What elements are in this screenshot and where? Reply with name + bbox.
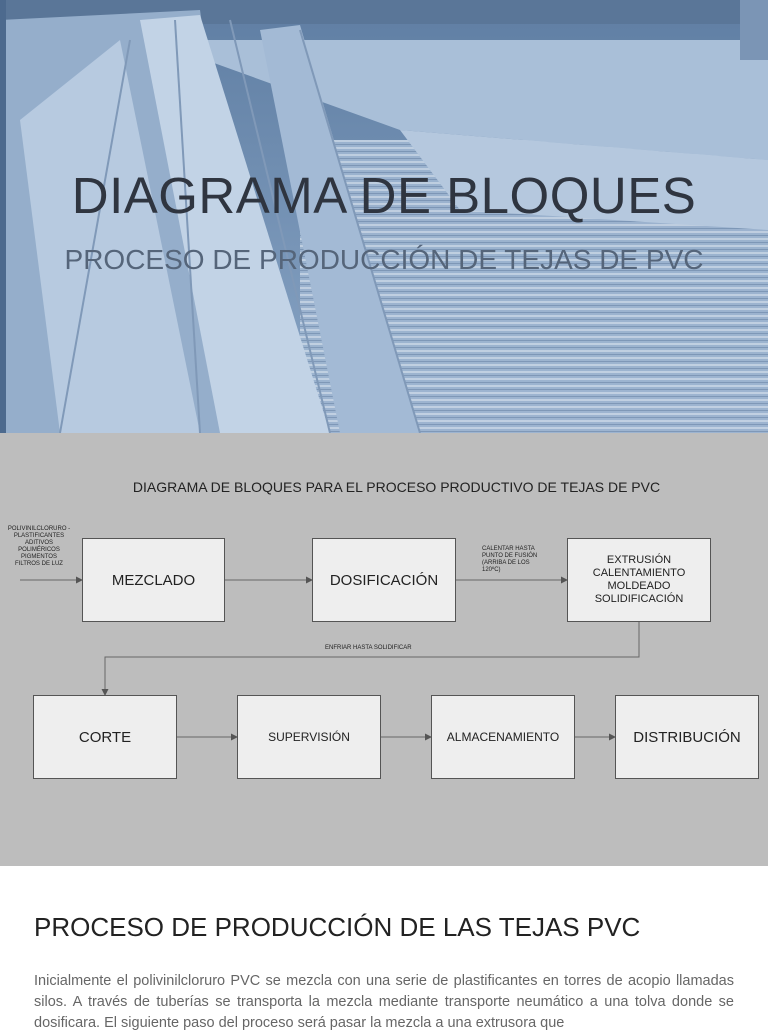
calentar-line: (ARRIBA DE LOS [482,560,530,566]
calentar-line: PUNTO DE FUSIÓN [482,553,538,559]
block-extrusion-line: MOLDEADO [607,580,671,592]
block-almacenamiento: ALMACENAMIENTO [431,695,575,779]
calentar-line: CALENTAR HASTA [482,546,535,552]
inputs-line: FILTROS DE LUZ [15,561,63,567]
block-distribucion: DISTRIBUCIÓN [615,695,759,779]
article-heading: PROCESO DE PRODUCCIÓN DE LAS TEJAS PVC [34,912,641,942]
enfriar-label: ENFRIAR HASTA SOLIDIFICAR [325,645,412,651]
block-corte: CORTE [33,695,177,779]
block-extrusion-line: EXTRUSIÓN [606,554,672,566]
article-paragraph: Inicialmente el polivinilcloruro PVC se … [34,973,734,1031]
pvc-roof-sheets-photo [0,0,768,433]
block-extrusion: EXTRUSIÓN CALENTAMIENTO MOLDEADO SOLIDIF… [567,538,711,622]
block-extrusion-line: SOLIDIFICACIÓN [594,593,684,605]
hero-title: DIAGRAMA DE BLOQUES [71,167,697,224]
block-diagram: DIAGRAMA DE BLOQUES PARA EL PROCESO PROD… [0,433,768,866]
inputs-label: POLIVINILCLORURO - PLASTIFICANTES ADITIV… [2,526,76,568]
diagram-title: DIAGRAMA DE BLOQUES PARA EL PROCESO PROD… [132,479,661,495]
block-dosificacion: DOSIFICACIÓN [312,538,456,622]
inputs-line: POLIMÉRICOS [18,547,60,553]
hero-banner: DIAGRAMA DE BLOQUES PROCESO DE PRODUCCIÓ… [0,0,768,433]
hero-subtitle: PROCESO DE PRODUCCIÓN DE TEJAS DE PVC [64,244,704,275]
block-mezclado: MEZCLADO [82,538,225,622]
arrow-extrusion-to-corte [101,622,640,696]
calentar-line: 120ºC) [482,567,501,573]
block-supervision: SUPERVISIÓN [237,695,381,779]
block-extrusion-line: CALENTAMIENTO [592,567,686,579]
inputs-line: PLASTIFICANTES [13,533,65,539]
diagram-connectors [20,576,640,741]
calentar-label: CALENTAR HASTA PUNTO DE FUSIÓN (ARRIBA D… [482,546,552,574]
inputs-line: PIGMENTOS [21,554,57,560]
inputs-line: ADITIVOS [24,540,53,546]
inputs-line: POLIVINILCLORURO - [7,526,71,532]
